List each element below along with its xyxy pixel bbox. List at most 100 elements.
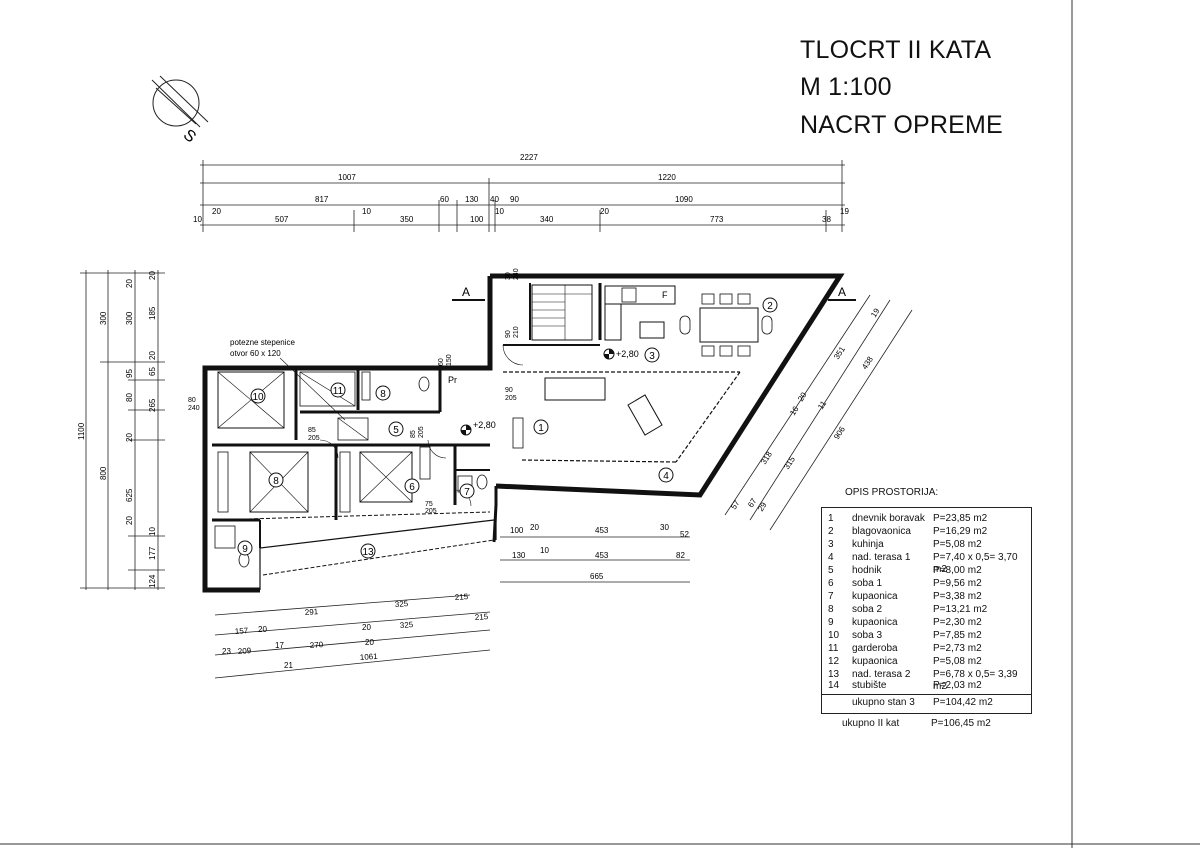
dim-b2-453: 453: [595, 551, 609, 560]
dim-l2-157: 157: [235, 626, 249, 636]
pr-label: Pr: [448, 375, 457, 385]
dim-right-16: 16: [788, 404, 801, 417]
svg-text:4: 4: [663, 471, 669, 482]
dim-left-1100: 1100: [77, 422, 86, 440]
dim-left3-124: 124: [148, 574, 157, 588]
dim-b1-20: 20: [530, 523, 539, 532]
dim-left3-625: 625: [125, 488, 134, 502]
dim-left3-10: 10: [148, 527, 157, 536]
dim-b1-52: 52: [680, 530, 689, 539]
svg-text:9: 9: [242, 544, 248, 555]
dim-right-19: 19: [869, 306, 882, 319]
dim-b2-130: 130: [512, 551, 526, 560]
compass-letter: S: [180, 126, 199, 146]
misc-dim-30: 30: [505, 272, 512, 280]
dim-b1-453: 453: [595, 526, 609, 535]
dim-right-318: 318: [759, 450, 774, 467]
stairs-note-line1: potezne stepenice: [230, 338, 295, 347]
dim-left4-20b: 20: [148, 351, 157, 360]
stairs-note-leader: [279, 357, 346, 421]
svg-text:3: 3: [649, 351, 655, 362]
dim-left4-20c: 20: [125, 279, 134, 288]
room-markers: 1 2 3 4 5 6 7 8 8 9 10 11 13: [237, 297, 778, 559]
dim-right-57: 57: [729, 498, 742, 511]
right-dimension-lines: [724, 294, 913, 531]
dim-row4-20b: 20: [600, 207, 609, 216]
dim-left3-265: 265: [148, 398, 157, 412]
drawing-subtitle: NACRT OPREME: [800, 111, 1003, 139]
room-marker-8a: 8: [268, 472, 284, 488]
bottom-dimension-lines: [214, 536, 690, 679]
dim-top-60: 60: [440, 195, 449, 204]
dim-l2-20b: 20: [362, 623, 371, 632]
svg-text:A: A: [462, 285, 470, 299]
dim-right-351: 351: [832, 345, 847, 362]
dim-row4-10: 10: [193, 215, 202, 224]
dim-top-1220: 1220: [658, 173, 676, 182]
svg-text:6: 6: [409, 482, 415, 493]
building-walls: [202, 273, 845, 593]
fridge-label: F: [662, 290, 668, 300]
total-label: ukupno II kat: [842, 718, 900, 729]
table-divider: [822, 694, 1031, 695]
svg-text:13: 13: [362, 547, 374, 558]
svg-text:2: 2: [767, 301, 773, 312]
dim-l3-209: 209: [238, 646, 252, 656]
misc-dim-240: 240: [513, 268, 520, 280]
dim-l4-1061: 1061: [360, 652, 379, 662]
dim-right-438: 438: [860, 355, 875, 372]
svg-text:A: A: [838, 285, 846, 299]
dim-left4-185: 185: [148, 306, 157, 320]
room-marker-13: 13: [360, 543, 376, 559]
dim-row4-10c: 10: [495, 207, 504, 216]
misc-dim-205c: 205: [418, 426, 425, 438]
svg-text:+2,80: +2,80: [473, 420, 496, 430]
section-marker-a-left: A: [452, 285, 485, 301]
dim-top-1007: 1007: [338, 173, 356, 182]
dim-left4-20: 20: [148, 271, 157, 280]
svg-text:+2,80: +2,80: [616, 349, 639, 359]
room-marker-10: 10: [250, 388, 266, 404]
room-marker-8b: 8: [375, 385, 391, 401]
misc-dim-85b: 85: [410, 430, 417, 438]
dim-right-20: 20: [796, 390, 809, 403]
misc-dim-205b: 205: [308, 435, 320, 442]
dim-row4-340: 340: [540, 215, 554, 224]
dim-left3-95: 95: [125, 369, 134, 378]
dim-l3-20: 20: [365, 638, 374, 647]
total-value: P=106,45 m2: [931, 718, 991, 729]
svg-text:5: 5: [393, 425, 399, 436]
dim-left4-20d: 20: [125, 516, 134, 525]
dim-l3-270: 270: [310, 640, 324, 650]
misc-dim-205: 205: [505, 395, 517, 402]
misc-dim-85: 85: [308, 427, 316, 434]
dim-right-315: 315: [782, 455, 797, 472]
dim-l1-215: 215: [455, 592, 469, 602]
dim-l3-17: 17: [275, 641, 284, 650]
misc-dim-90b: 90: [505, 387, 513, 394]
dim-left-800: 800: [99, 466, 108, 480]
dim-left3-177: 177: [148, 546, 157, 560]
section-marker-a-right: A: [828, 285, 856, 301]
dim-left4-65: 65: [148, 367, 157, 376]
misc-dim-80: 80: [188, 397, 196, 404]
dim-l3-23: 23: [222, 647, 231, 656]
dim-row4-507: 507: [275, 215, 289, 224]
room-marker-3: 3: [644, 347, 660, 363]
drawing-scale: M 1:100: [800, 73, 892, 101]
room-marker-7: 7: [459, 483, 475, 499]
svg-text:11: 11: [333, 386, 344, 397]
